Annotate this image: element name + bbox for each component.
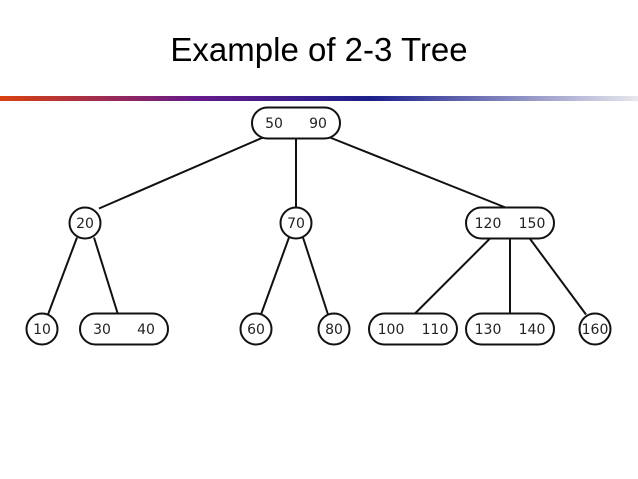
node-outline bbox=[465, 312, 555, 346]
tree-nodes: 50 90 20 70 120 150 10 30 40 60 80 100 110 130 140 160 bbox=[25, 106, 612, 346]
node-outline bbox=[279, 206, 313, 240]
three-node: 100 110 bbox=[368, 312, 458, 346]
node-key: 140 bbox=[519, 322, 546, 338]
three-node: 130 140 bbox=[465, 312, 555, 346]
node-key: 60 bbox=[247, 322, 265, 338]
edge-root-n20 bbox=[98, 136, 264, 210]
three-node: 30 40 bbox=[79, 312, 169, 346]
node-outline bbox=[25, 312, 59, 346]
node-key: 130 bbox=[475, 322, 502, 338]
two-node: 70 bbox=[279, 206, 313, 240]
edge-n120-n100 bbox=[413, 236, 492, 316]
slide-title: Example of 2-3 Tree bbox=[170, 31, 468, 68]
edge-root-n120 bbox=[329, 136, 509, 210]
node-key: 160 bbox=[582, 322, 609, 338]
node-outline bbox=[239, 312, 273, 346]
three-node: 120 150 bbox=[465, 206, 555, 240]
two-node: 20 bbox=[68, 206, 102, 240]
node-outline bbox=[368, 312, 458, 346]
node-key: 120 bbox=[475, 216, 502, 232]
node-outline bbox=[251, 106, 341, 140]
node-key: 20 bbox=[76, 216, 94, 232]
edge-n70-n80 bbox=[302, 237, 329, 315]
node-key: 50 bbox=[265, 116, 283, 132]
node-outline bbox=[578, 312, 612, 346]
node-outline bbox=[465, 206, 555, 240]
edge-n70-n60 bbox=[260, 237, 290, 315]
two-node: 60 bbox=[239, 312, 273, 346]
tree-edges bbox=[47, 136, 587, 316]
node-key: 110 bbox=[422, 322, 449, 338]
node-key: 10 bbox=[33, 322, 51, 338]
three-node: 50 90 bbox=[251, 106, 341, 140]
node-key: 40 bbox=[137, 322, 155, 338]
node-key: 90 bbox=[309, 116, 327, 132]
node-outline bbox=[68, 206, 102, 240]
node-outline bbox=[317, 312, 351, 346]
node-key: 80 bbox=[325, 322, 343, 338]
two-node: 10 bbox=[25, 312, 59, 346]
node-outline bbox=[79, 312, 169, 346]
node-key: 30 bbox=[93, 322, 111, 338]
node-key: 70 bbox=[287, 216, 305, 232]
edge-n120-n160 bbox=[528, 236, 587, 316]
two-node: 80 bbox=[317, 312, 351, 346]
node-key: 150 bbox=[519, 216, 546, 232]
node-key: 100 bbox=[378, 322, 405, 338]
edge-n20-n30 bbox=[93, 237, 119, 315]
title-gradient-rule bbox=[0, 96, 638, 101]
edge-n20-n10 bbox=[47, 237, 78, 315]
two-node: 160 bbox=[578, 312, 612, 346]
